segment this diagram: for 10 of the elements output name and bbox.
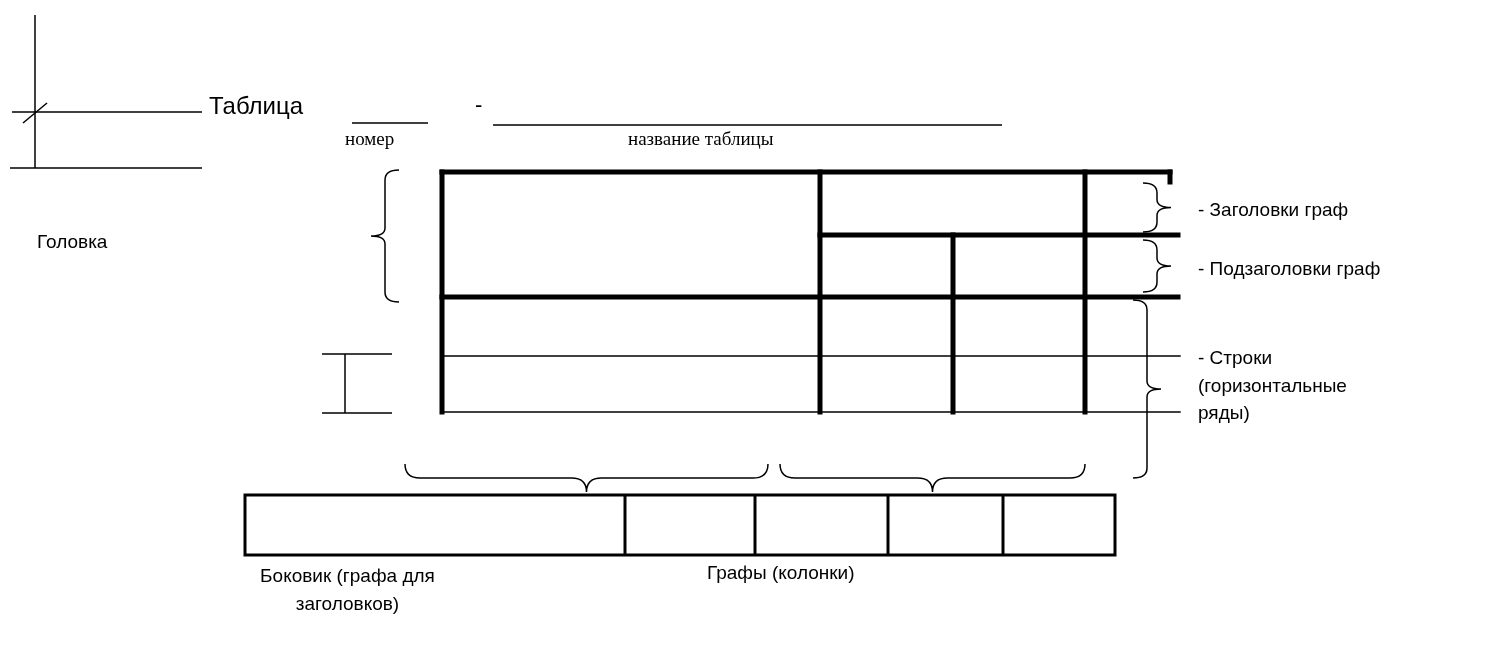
title-label: Таблица xyxy=(209,92,304,121)
field-caption: название таблицы xyxy=(628,128,774,151)
dash-label: - xyxy=(475,92,483,119)
part-label: - Строки (горизонтальные ряды) xyxy=(1198,346,1348,426)
part-label: - Подзаголовки граф xyxy=(1198,258,1381,281)
part-label: - Заголовки граф xyxy=(1198,199,1349,222)
part-label: Боковик (графа для заголовков) xyxy=(259,564,436,616)
part-label: Графы (колонки) xyxy=(707,562,855,585)
field-caption: номер xyxy=(345,128,395,151)
part-label: Головка xyxy=(37,231,108,254)
